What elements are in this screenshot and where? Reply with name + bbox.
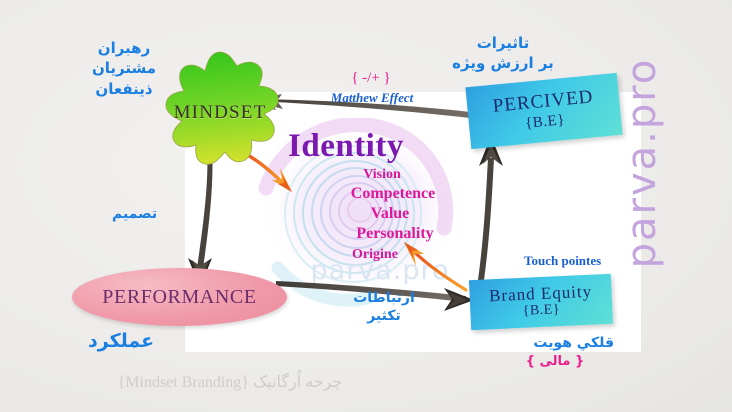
performance-ellipse-shape [72, 268, 287, 326]
diagram-caption: چرخه اُرگانیک {Mindset Branding} [117, 374, 343, 391]
identity-item-personality: Personality [356, 224, 434, 242]
spiral-background [258, 118, 460, 307]
annotation-stakeholders-line1: رهبران [97, 39, 151, 57]
node-perceived-subtitle: {B.E} [524, 111, 566, 132]
node-performance[interactable]: PERFORMANCE [72, 268, 287, 326]
identity-item-value: Value [370, 204, 410, 222]
annotation-matthew-effect: Matthew Effect [330, 90, 414, 105]
annotation-effects-on-brand-equity: تاثیرات بر ارزش ویژه [438, 33, 568, 74]
node-perceived-title: PERCIVED [491, 85, 595, 117]
annotation-financial: { مالی } [525, 354, 585, 369]
annotation-effects-line2: بر ارزش ویژه [452, 54, 554, 73]
identity-item-vision: Vision [363, 167, 401, 182]
annotation-identity-bank: قلكي هويت [533, 335, 614, 351]
identity-item-origine: Origine [352, 246, 398, 262]
watermark-side: parva.pro [619, 57, 665, 269]
annotation-relations-line1: ارتباطات [353, 290, 415, 306]
node-brand-equity-title: Brand Equity [488, 281, 593, 306]
identity-item-competence: Competence [350, 184, 436, 202]
annotation-stakeholders: رهبران مشتریان ذینفعان [78, 38, 170, 99]
annotation-decision: تصمیم [112, 206, 158, 222]
annotation-relations: ارتباطات تکثیر [330, 289, 438, 325]
node-mindset-label: MINDSET [173, 102, 267, 123]
node-mindset[interactable] [145, 48, 295, 178]
node-brand-equity[interactable]: Brand Equity {B.E} [468, 273, 614, 331]
annotation-touch-points: Touch pointes [524, 253, 602, 268]
annotation-stakeholders-line3: ذینفعان [95, 79, 153, 98]
annotation-relations-line2: تکثیر [367, 308, 401, 325]
node-performance-label: PERFORMANCE [102, 285, 257, 308]
identity-title: Identity [288, 128, 404, 164]
annotation-plus-minus: { -/+ } [351, 70, 391, 86]
identity-list: Vision Competence Value Personality Orig… [312, 166, 452, 263]
annotation-effects-line1: تاثیرات [476, 34, 530, 52]
annotation-performance-fa: عملکرد [88, 330, 155, 352]
node-brand-equity-subtitle: {B.E} [522, 302, 561, 319]
annotation-stakeholders-line2: مشتریان [91, 59, 157, 78]
